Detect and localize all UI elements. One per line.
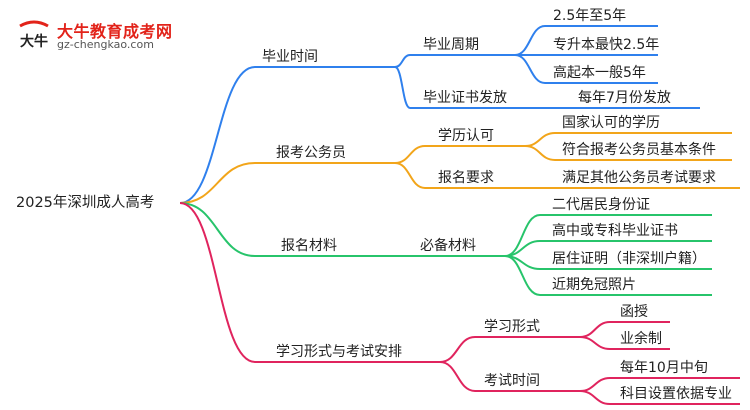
leaf-connector bbox=[524, 145, 556, 161]
root-node: 2025年深圳成人高考 bbox=[16, 195, 155, 211]
root-connector bbox=[179, 202, 256, 257]
leaf-node: 科目设置依据专业 bbox=[620, 386, 732, 402]
leaf-node: 居住证明（非深圳户籍） bbox=[552, 251, 706, 267]
leaf-connector bbox=[504, 255, 541, 296]
leaf-node: 每年10月中旬 bbox=[620, 360, 708, 376]
branch-node-study-and-exam: 学习形式与考试安排 bbox=[276, 344, 402, 360]
branch-connector bbox=[394, 66, 411, 109]
root-connector bbox=[179, 202, 256, 363]
branch-connector bbox=[439, 336, 476, 363]
leaf-node: 每年7月份发放 bbox=[578, 90, 671, 106]
branch-node-civil-service: 报考公务员 bbox=[276, 145, 346, 161]
leaf-connector bbox=[524, 132, 556, 147]
leaf-connector bbox=[579, 377, 611, 392]
leaf-node: 高中或专科毕业证书 bbox=[552, 223, 678, 239]
leaf-node: 符合报考公务员基本条件 bbox=[562, 142, 716, 158]
leaf-connector bbox=[514, 54, 546, 84]
root-connector bbox=[179, 162, 256, 204]
leaf-node: 近期免冠照片 bbox=[552, 277, 636, 293]
logo-emblem-icon: 大牛 bbox=[19, 20, 49, 50]
leaf-connector bbox=[514, 25, 546, 56]
branch-node-graduation-time: 毕业时间 bbox=[262, 49, 318, 65]
sub-node-graduation-period: 毕业周期 bbox=[423, 37, 479, 53]
sub-node-required-materials: 必备材料 bbox=[420, 238, 476, 254]
leaf-node: 2.5年至5年 bbox=[553, 8, 627, 24]
branch-connector bbox=[394, 162, 426, 189]
root-connector bbox=[179, 66, 256, 204]
leaf-node: 函授 bbox=[620, 304, 648, 320]
branch-node-materials: 报名材料 bbox=[281, 238, 337, 254]
logo-title: 大牛教育成考网 bbox=[57, 22, 173, 41]
sub-node-study-format: 学习形式 bbox=[484, 319, 540, 335]
leaf-node: 国家认可的学历 bbox=[562, 115, 660, 131]
logo-emblem-text: 大牛 bbox=[20, 33, 48, 50]
leaf-node: 二代居民身份证 bbox=[552, 197, 650, 213]
leaf-node: 满足其他公务员考试要求 bbox=[562, 170, 716, 186]
sub-node-application-requirements: 报名要求 bbox=[438, 170, 494, 186]
branch-connector bbox=[439, 361, 476, 392]
leaf-connector bbox=[579, 336, 611, 350]
leaf-node: 专升本最快2.5年 bbox=[553, 37, 660, 53]
site-logo[interactable]: 大牛 大牛教育成考网 gz-chengkao.com bbox=[14, 16, 194, 56]
leaf-connector bbox=[579, 390, 611, 405]
leaf-connector bbox=[504, 214, 541, 257]
branch-connector bbox=[394, 145, 426, 164]
sub-node-degree-recognition: 学历认可 bbox=[438, 128, 494, 144]
sub-node-exam-time: 考试时间 bbox=[484, 373, 540, 389]
leaf-connector bbox=[579, 321, 611, 338]
logo-url: gz-chengkao.com bbox=[57, 38, 154, 51]
branch-connector bbox=[394, 54, 411, 68]
leaf-node: 高起本一般5年 bbox=[553, 65, 646, 81]
leaf-node: 业余制 bbox=[620, 331, 662, 347]
sub-node-certificate-issue: 毕业证书发放 bbox=[423, 90, 507, 106]
